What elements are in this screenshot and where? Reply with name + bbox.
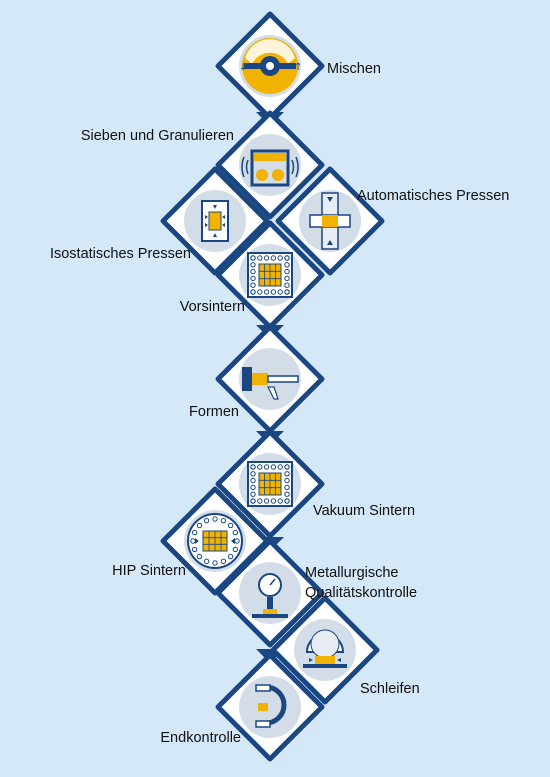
step-tile-mischen: ↓↑ (215, 11, 325, 121)
presinter-furnace-icon (239, 244, 301, 306)
step-tile-vakuum (215, 429, 325, 539)
label-endkontrolle: Endkontrolle (160, 730, 241, 746)
step-tile-metall (215, 538, 325, 648)
step-tile-sieben (215, 110, 325, 220)
label-hip: HIP Sintern (112, 563, 186, 579)
label-formen: Formen (189, 404, 239, 420)
micrometer-icon (239, 676, 301, 738)
process-steps: ↓↑ (160, 11, 385, 762)
mixer-icon: ↓↑ (239, 35, 302, 97)
grinding-wheel-icon (294, 619, 356, 681)
lathe-shaping-icon (239, 348, 301, 410)
sieve-icon (239, 134, 301, 196)
label-schleifen: Schleifen (360, 681, 420, 697)
step-tile-auto (275, 166, 385, 276)
label-iso: Isostatisches Pressen (49, 246, 191, 262)
quality-gauge-icon (239, 562, 301, 624)
step-tile-iso (160, 166, 270, 276)
step-tile-vorsintern (215, 220, 325, 330)
svg-text:↑: ↑ (294, 62, 302, 73)
step-tile-endkontrolle (215, 652, 325, 762)
label-vakuum: Vakuum Sintern (313, 503, 416, 519)
vacuum-furnace-icon (239, 453, 301, 515)
svg-text:↓: ↓ (239, 62, 247, 73)
step-tile-schleifen (270, 595, 380, 705)
label-sieben: Sieben und Granulieren (80, 128, 234, 144)
label-vorsintern: Vorsintern (179, 299, 245, 315)
step-tile-hip (160, 486, 270, 596)
hip-furnace-icon (184, 510, 246, 572)
label-mischen: Mischen (327, 61, 381, 77)
isostatic-press-icon (184, 190, 246, 252)
automatic-press-icon (299, 190, 361, 252)
label-metall: Metallurgische Qualitätskontrolle (305, 565, 418, 602)
label-auto: Automatisches Pressen (357, 188, 510, 204)
